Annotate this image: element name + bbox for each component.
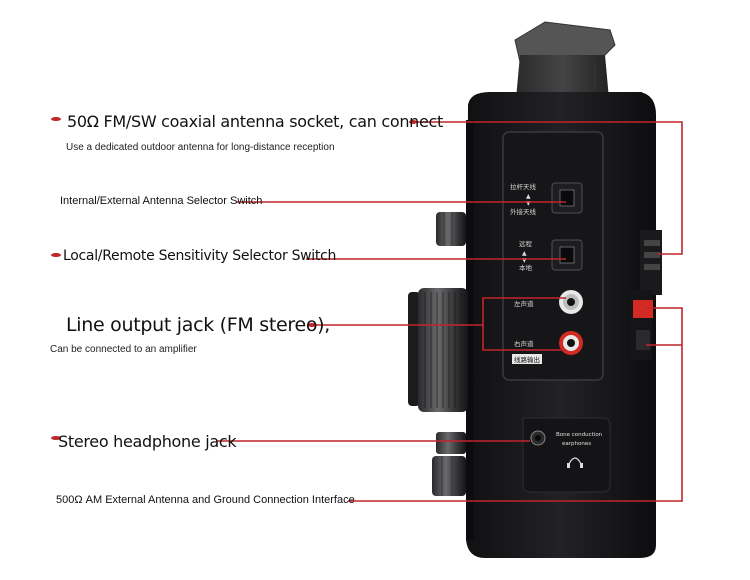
callout-line-out-subtitle: Can be connected to an amplifier (50, 344, 197, 355)
callout-am-antenna: 500Ω AM External Antenna and Ground Conn… (56, 494, 355, 506)
callout-sensitivity-switch: Local/Remote Sensitivity Selector Switch (63, 248, 337, 264)
callout-coax-subtitle: Use a dedicated outdoor antenna for long… (66, 142, 335, 153)
label-line-out: 线路输出 (514, 355, 540, 364)
svg-text:▲: ▲ (522, 250, 527, 257)
label-sensitivity-dx: 远程 (519, 239, 533, 248)
line-out-left (310, 297, 566, 326)
callout-lines (216, 121, 683, 502)
label-antenna-external: 外接天线 (510, 207, 537, 216)
label-bone-conduction: Bone conduction (556, 432, 603, 438)
label-right-channel: 右声道 (514, 339, 534, 348)
rca-right-jack (559, 331, 583, 355)
callout-dots (51, 117, 417, 440)
rca-left-jack (559, 290, 583, 314)
line-out-right (482, 325, 566, 351)
callout-antenna-switch: Internal/External Antenna Selector Switc… (60, 195, 263, 207)
line-coax (410, 121, 683, 255)
label-antenna-rod: 拉杆天线 (510, 182, 537, 191)
callout-line-out-title: Line output jack (FM stereo), (66, 314, 331, 336)
headphone-recess (522, 417, 611, 493)
svg-text:▼: ▼ (526, 200, 531, 207)
line-am-antenna (348, 307, 683, 502)
callout-coax-title: 50Ω FM/SW coaxial antenna socket, can co… (67, 112, 444, 131)
lower-left-knobs (432, 432, 466, 496)
jack-panel (502, 131, 604, 381)
tuning-knob (408, 288, 468, 412)
label-earphones: earphones (562, 441, 591, 447)
line-out-tag (512, 354, 542, 364)
headphone-icon (568, 457, 582, 465)
callout-headphone: Stereo headphone jack (58, 432, 237, 451)
svg-text:▲: ▲ (526, 193, 531, 200)
label-sensitivity-local: 本地 (519, 263, 533, 272)
upper-left-knob (436, 212, 466, 246)
svg-text:▼: ▼ (522, 257, 527, 264)
label-left-channel: 左声道 (514, 299, 534, 308)
